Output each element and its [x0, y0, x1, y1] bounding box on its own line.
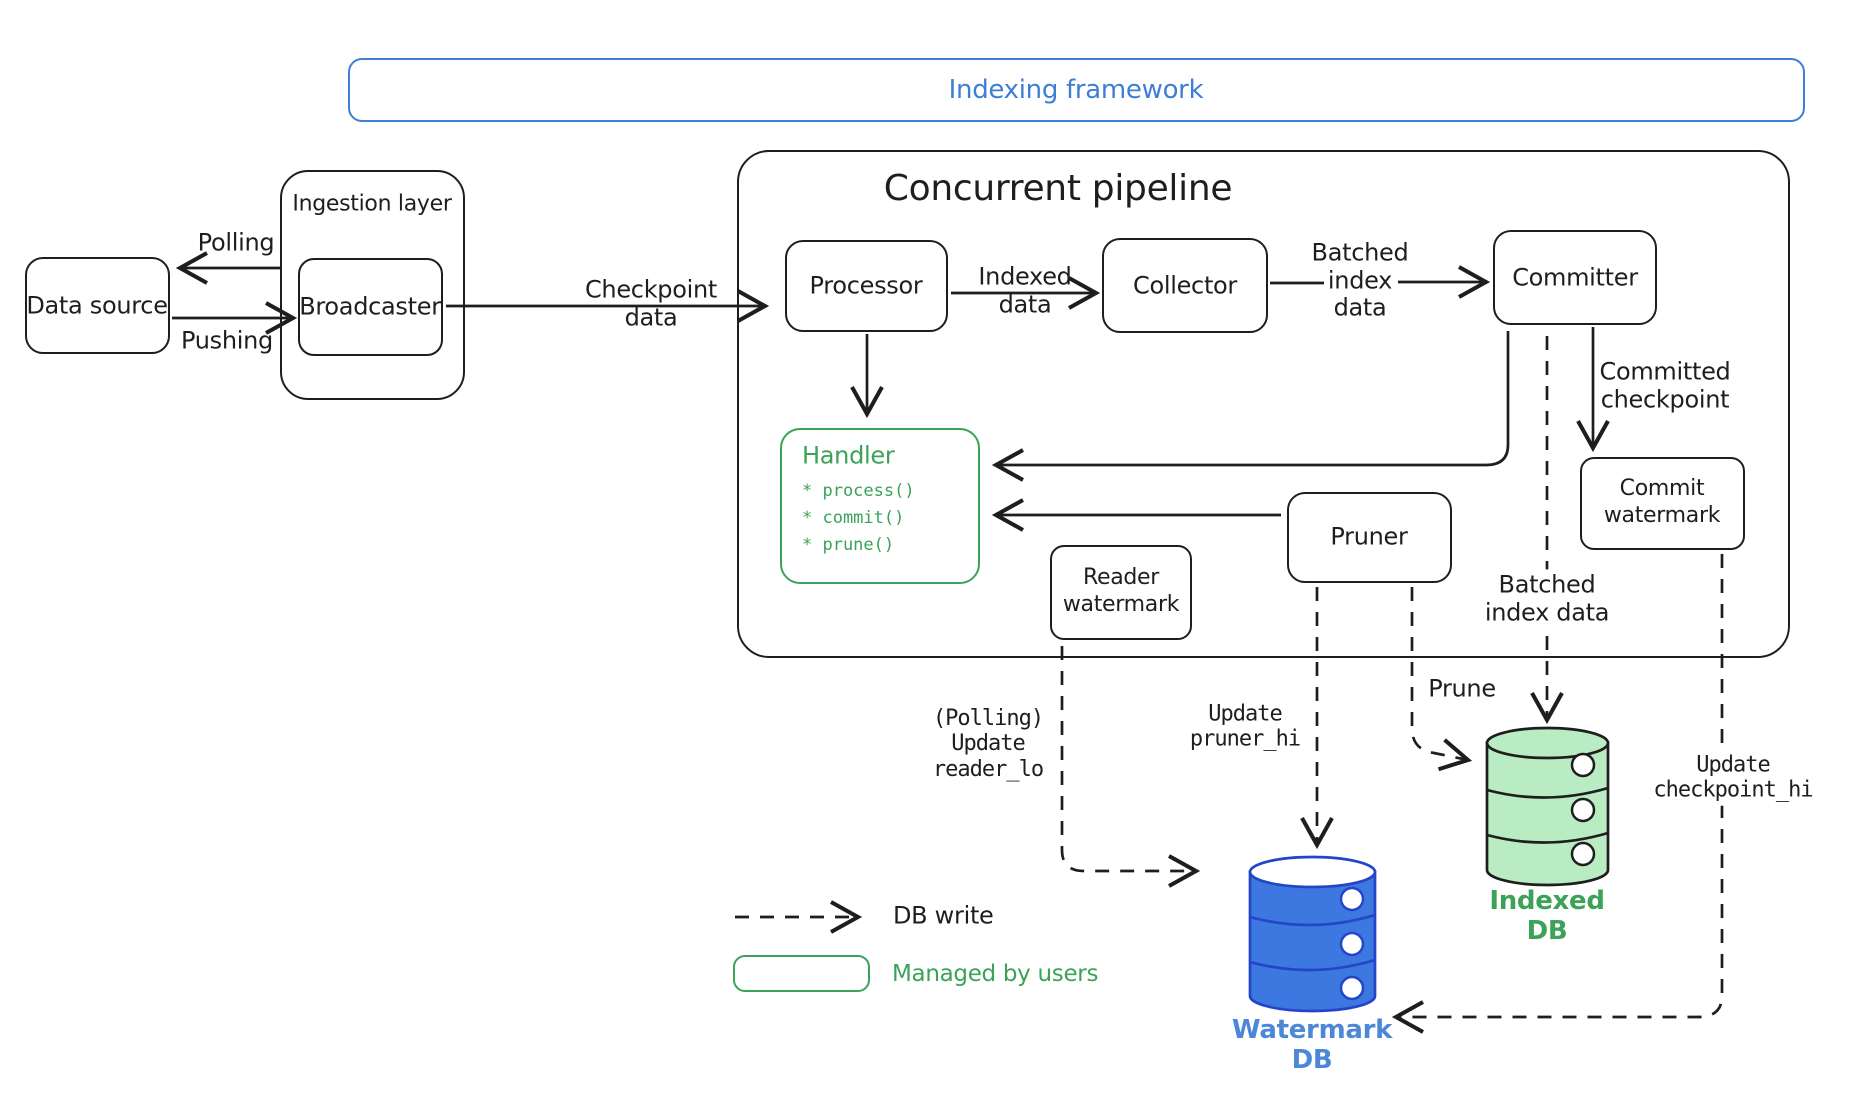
- pushing-edge-label: Pushing: [181, 326, 273, 355]
- polling-update-reader-lo-label: (Polling) Update reader_lo: [932, 706, 1044, 782]
- committer-label: Committer: [1512, 263, 1638, 292]
- indexed-db-label: Indexed DB: [1489, 886, 1605, 946]
- pruner-label: Pruner: [1330, 522, 1408, 551]
- polling-edge-label: Polling: [197, 228, 275, 257]
- committed-checkpoint-edge-label: Committed checkpoint: [1599, 357, 1731, 413]
- collector-label: Collector: [1133, 271, 1237, 300]
- broadcaster-node: [298, 258, 443, 356]
- broadcaster-label: Broadcaster: [299, 292, 441, 321]
- handler-method-commit: * commit(): [802, 508, 905, 528]
- indexing-framework-title: Indexing framework: [948, 75, 1204, 106]
- batched-index-data-edge-label: Batched index data: [1311, 238, 1409, 322]
- data-source-node: [25, 257, 170, 354]
- handler-node: [780, 428, 980, 584]
- legend-db-write-label: DB write: [893, 901, 994, 930]
- checkpoint-data-edge-label: Checkpoint data: [584, 275, 718, 331]
- legend-managed-by-users-label: Managed by users: [892, 960, 1099, 987]
- update-pruner-hi-label: Update pruner_hi: [1189, 701, 1301, 752]
- handler-methods: * process() * commit() * prune(): [802, 478, 915, 559]
- prune-edge-label: Prune: [1428, 674, 1496, 703]
- indexed-db-cylinder: [1485, 726, 1610, 887]
- collector-node: [1102, 238, 1268, 333]
- ingestion-layer-title: Ingestion layer: [292, 191, 452, 217]
- processor-label: Processor: [809, 271, 923, 300]
- reader-watermark-node: [1050, 545, 1192, 640]
- reader-watermark-to-watermark-db-arrow: [1060, 646, 1201, 888]
- indexing-framework-banner: [348, 58, 1805, 122]
- commit-watermark-label: Commit watermark: [1603, 476, 1721, 528]
- watermark-db-label: Watermark DB: [1231, 1015, 1393, 1075]
- concurrent-pipeline-title: Concurrent pipeline: [883, 168, 1233, 210]
- watermark-db-cylinder: [1248, 855, 1377, 1013]
- commit-watermark-node: [1580, 457, 1745, 550]
- indexed-data-edge-label: Indexed data: [978, 262, 1072, 318]
- batched-index-data-db-edge-label: Batched index data: [1478, 569, 1616, 629]
- update-checkpoint-hi-label: Update checkpoint_hi: [1647, 750, 1819, 806]
- processor-node: [785, 240, 948, 332]
- legend-managed-swatch: [733, 955, 870, 992]
- data-source-label: Data source: [26, 291, 168, 320]
- handler-method-process: * process(): [802, 481, 915, 501]
- handler-title: Handler: [802, 441, 895, 470]
- committer-node: [1493, 230, 1657, 325]
- handler-method-prune: * prune(): [802, 535, 895, 555]
- reader-watermark-label: Reader watermark: [1062, 565, 1180, 617]
